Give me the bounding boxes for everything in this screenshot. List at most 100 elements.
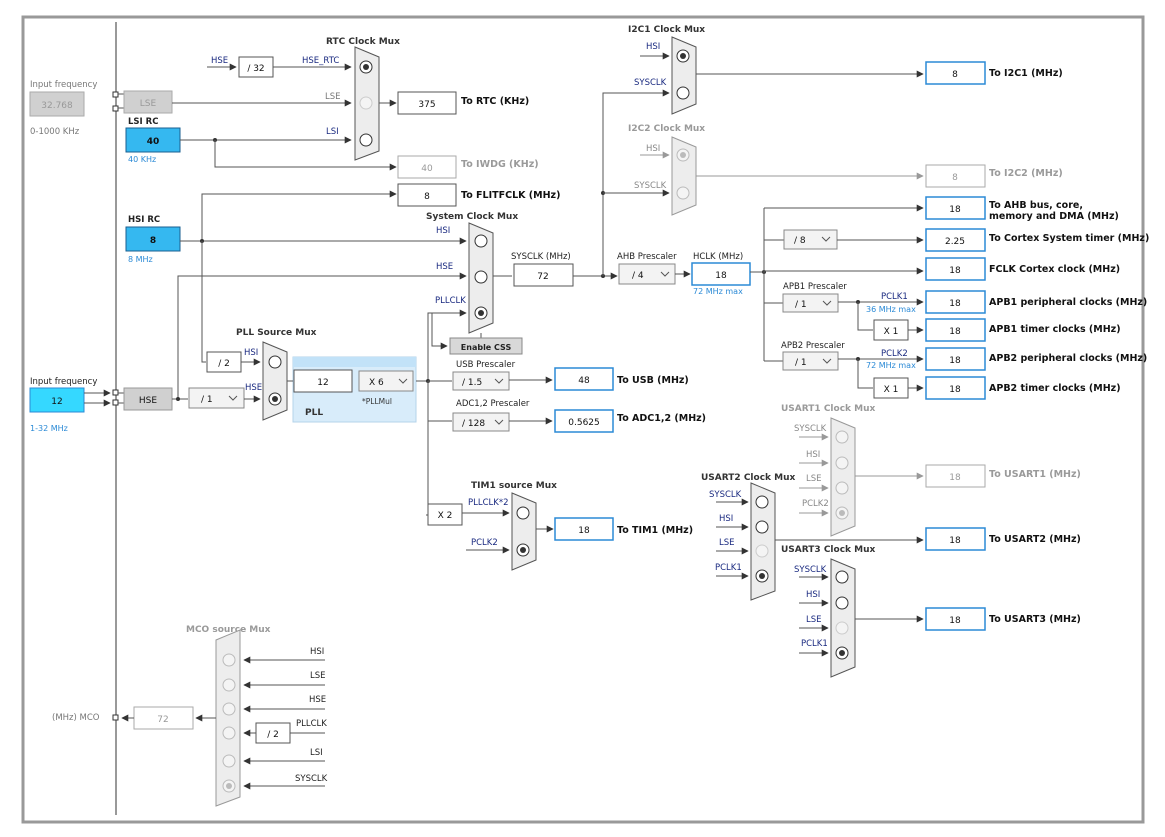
- apb1-periph-value-box: [925, 290, 986, 314]
- i2c1-in-sysclk: SYSCLK: [634, 78, 667, 88]
- rtc-div-32: / 32: [247, 64, 264, 74]
- tim1-value-box: [554, 517, 614, 541]
- usart2-in-pclk1: PCLK1: [715, 563, 742, 573]
- i2c1-radio-sysclk[interactable]: [676, 86, 690, 100]
- pll-outputs-group: USB Prescaler / 1.5 48 To USB (MHz) ADC1…: [426, 360, 706, 516]
- pll-hse-div-dropdown[interactable]: [188, 387, 245, 409]
- usart1-value-box: [925, 464, 986, 488]
- tim1-mul: X 2: [438, 511, 453, 521]
- fclk-value: 18: [949, 266, 961, 276]
- usart3-radio-hsi[interactable]: [835, 596, 849, 610]
- tim1-radio-pllclk[interactable]: [516, 506, 530, 520]
- pll-source-group: PLL Source Mux / 2 HSI / 1 HSE 12 X 6 PL…: [172, 241, 430, 423]
- tim1-in-pllclk: PLLCLK*2: [468, 498, 509, 508]
- mco-in-hse: HSE: [309, 695, 326, 705]
- tim1-mul-box[interactable]: [427, 503, 463, 526]
- mco-radio-lse[interactable]: [222, 678, 236, 692]
- pll-hsi-div: / 2: [218, 359, 230, 369]
- usart3-in-pclk1: PCLK1: [801, 639, 828, 649]
- flit-value-box: [397, 183, 457, 207]
- cortex-timer-value: 2.25: [945, 237, 965, 247]
- usart3-in-lse: LSE: [806, 615, 822, 625]
- usart2-radio-hsi[interactable]: [755, 520, 769, 534]
- usart1-in-pclk2: PCLK2: [802, 499, 829, 509]
- usart3-radio-lse[interactable]: [835, 621, 849, 635]
- sys-in-hse: HSE: [436, 262, 453, 272]
- iwdg-label: To IWDG (KHz): [461, 159, 539, 170]
- i2c2-group: I2C2 Clock Mux HSI SYSCLK 8 To I2C2 (MHz…: [603, 124, 1063, 216]
- cortex-timer-div-dropdown[interactable]: [783, 229, 838, 250]
- pll-radio-hsi[interactable]: [268, 355, 282, 369]
- mco-label: (MHz) MCO: [52, 713, 100, 723]
- i2c2-radio-sysclk[interactable]: [676, 186, 690, 200]
- usb-prescaler-value: / 1.5: [462, 378, 482, 388]
- hse-input-field[interactable]: [29, 387, 85, 413]
- usb-value-box: [554, 367, 614, 391]
- adc-prescaler-label: ADC1,2 Prescaler: [456, 399, 530, 409]
- hclk-value: 18: [715, 271, 727, 281]
- mco-radio-hsi[interactable]: [222, 653, 236, 667]
- adc-out-label: To ADC1,2 (MHz): [617, 413, 706, 424]
- usart1-radio-sysclk[interactable]: [835, 430, 849, 444]
- pll-in-hsi: HSI: [244, 348, 258, 358]
- usart3-radio-sysclk[interactable]: [835, 570, 849, 584]
- lsi-note: 40 KHz: [128, 155, 156, 164]
- adc-prescaler-dropdown[interactable]: [452, 412, 510, 432]
- i2c1-out-label: To I2C1 (MHz): [989, 68, 1063, 79]
- mco-radio-pllclk[interactable]: [222, 726, 236, 740]
- pll-mul-note: *PLLMul: [362, 397, 392, 406]
- usb-prescaler-label: USB Prescaler: [456, 360, 516, 370]
- pll-input-value: 12: [317, 378, 328, 388]
- ahb-bus-value-box: [925, 196, 986, 220]
- sys-radio-hsi[interactable]: [474, 234, 488, 248]
- iwdg-value-box: [397, 155, 457, 179]
- apb1-periph-label: APB1 peripheral clocks (MHz): [989, 297, 1147, 308]
- enable-css-button[interactable]: [449, 337, 523, 355]
- lse-input-field[interactable]: [29, 91, 85, 117]
- flit-group: 8 To FLITFCLK (MHz): [201, 183, 560, 241]
- mco-in-hsi: HSI: [310, 647, 324, 657]
- usart2-radio-sysclk[interactable]: [755, 495, 769, 509]
- rtc-radio-lsi[interactable]: [359, 133, 373, 147]
- mco-radio-lsi[interactable]: [222, 754, 236, 768]
- usart2-value: 18: [949, 536, 961, 546]
- ahb-chevron-down-icon: [660, 271, 670, 277]
- hclk-value-box[interactable]: [691, 262, 751, 286]
- usart2-value-box: [925, 527, 986, 551]
- usart2-radio-lse[interactable]: [755, 544, 769, 558]
- lse-source-box[interactable]: [123, 90, 173, 114]
- usart2-mux-title: USART2 Clock Mux: [701, 473, 796, 483]
- usart1-mux-shape: [830, 417, 856, 537]
- hsi-value: 8: [150, 236, 156, 246]
- apb2-timer-mul: X 1: [884, 385, 899, 395]
- rtc-out-label: To RTC (KHz): [461, 96, 529, 107]
- apb1-prescaler-label: APB1 Prescaler: [783, 282, 847, 292]
- rtc-radio-lse[interactable]: [359, 96, 373, 110]
- apb1-prescaler-dropdown[interactable]: [782, 293, 839, 313]
- i2c2-out-label: To I2C2 (MHz): [989, 168, 1063, 179]
- usart1-radio-hsi[interactable]: [835, 456, 849, 470]
- lse-pin-b: [112, 105, 119, 112]
- apb2-timer-label: APB2 timer clocks (MHz): [989, 383, 1121, 394]
- usb-out-label: To USB (MHz): [617, 375, 689, 386]
- pll-mul-dropdown[interactable]: [358, 370, 414, 392]
- apb1-periph-value: 18: [949, 299, 961, 309]
- pll-hse-div: / 1: [201, 395, 213, 405]
- i2c1-group: I2C1 Clock Mux HSI SYSCLK 8 To I2C1 (MHz…: [601, 25, 1063, 276]
- apb2-prescaler-dropdown[interactable]: [782, 351, 839, 371]
- usb-prescaler-dropdown[interactable]: [452, 371, 510, 391]
- apb2-periph-value: 18: [949, 356, 961, 366]
- cortex-timer-div: / 8: [794, 236, 806, 246]
- rtc-mux-title: RTC Clock Mux: [326, 37, 400, 47]
- lse-input-range: 0-1000 KHz: [30, 127, 80, 137]
- sys-radio-hse[interactable]: [474, 270, 488, 284]
- mco-radio-hse[interactable]: [222, 702, 236, 716]
- i2c2-mux-title: I2C2 Clock Mux: [628, 124, 705, 134]
- adc-value-box: [554, 409, 614, 433]
- apb1-pclk-label: PCLK1: [881, 292, 908, 302]
- i2c2-in-sysclk: SYSCLK: [634, 181, 667, 191]
- usart2-in-sysclk: SYSCLK: [709, 490, 742, 500]
- usart1-radio-lse[interactable]: [835, 481, 849, 495]
- i2c2-in-hsi: HSI: [646, 144, 660, 154]
